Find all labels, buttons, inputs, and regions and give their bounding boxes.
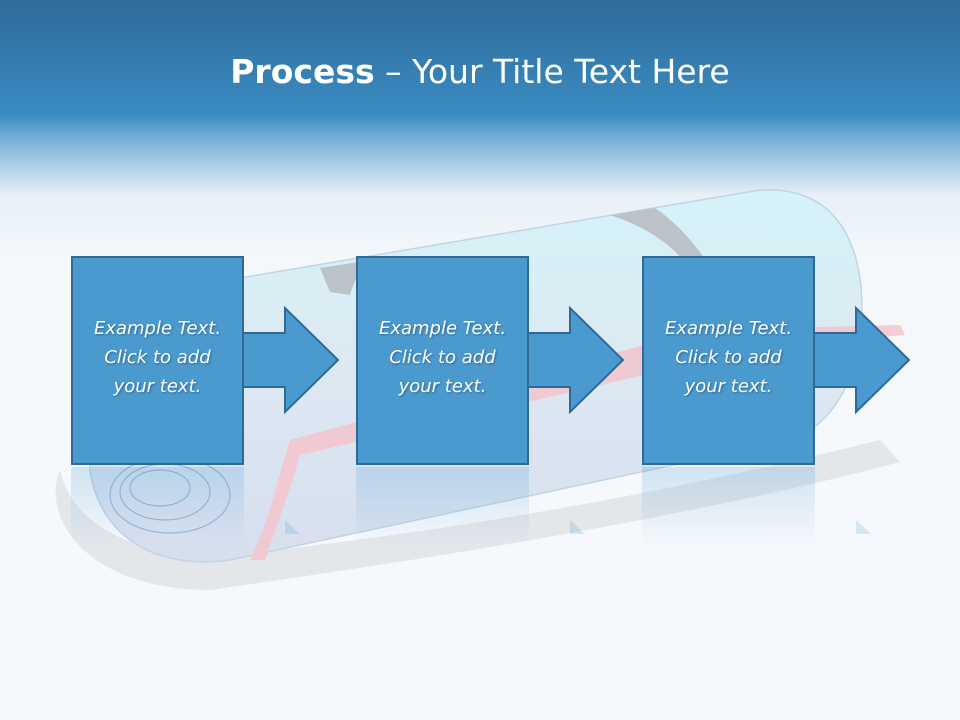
title-bold-part: Process: [230, 52, 375, 91]
process-step-1[interactable]: Example Text. Click to add your text.: [71, 256, 244, 465]
step-3-line-2: Click to add: [675, 347, 782, 368]
step-2-line-3: your text.: [398, 376, 487, 397]
step-3-text[interactable]: Example Text. Click to add your text.: [644, 314, 813, 401]
slide-title[interactable]: Process – Your Title Text Here: [0, 52, 960, 91]
arrow-3-reflection: [856, 520, 871, 534]
arrow-3: [813, 305, 911, 415]
arrow-2-reflection: [570, 520, 585, 534]
step-2-line-2: Click to add: [389, 347, 496, 368]
step-2-reflection: [356, 467, 529, 547]
step-1-reflection: [71, 467, 244, 547]
step-2-line-1: Example Text.: [378, 318, 507, 339]
step-1-line-1: Example Text.: [93, 318, 222, 339]
process-step-2[interactable]: Example Text. Click to add your text.: [356, 256, 529, 465]
title-rest: Your Title Text Here: [412, 52, 730, 91]
step-3-line-1: Example Text.: [664, 318, 793, 339]
title-separator: –: [374, 52, 413, 91]
arrow-1-reflection: [285, 520, 300, 534]
step-3-reflection: [642, 467, 815, 547]
step-1-text[interactable]: Example Text. Click to add your text.: [73, 314, 242, 401]
step-1-line-2: Click to add: [104, 347, 211, 368]
step-1-line-3: your text.: [113, 376, 202, 397]
process-step-3[interactable]: Example Text. Click to add your text.: [642, 256, 815, 465]
step-3-line-3: your text.: [684, 376, 773, 397]
arrow-1: [242, 305, 340, 415]
arrow-2: [527, 305, 625, 415]
step-2-text[interactable]: Example Text. Click to add your text.: [358, 314, 527, 401]
band-1: [320, 261, 365, 295]
